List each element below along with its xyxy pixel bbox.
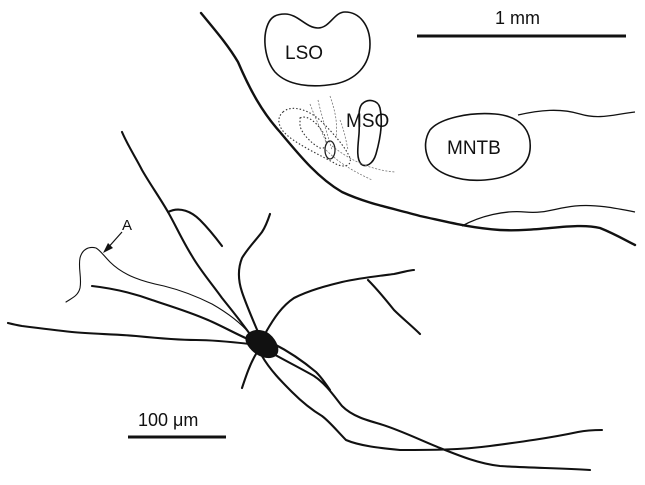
mntb-label: MNTB — [447, 138, 501, 159]
lso-nucleus: LSO — [264, 11, 371, 87]
lso-outline — [264, 11, 371, 87]
dendrite-lower-left — [240, 352, 258, 390]
mso-projection-field-inner — [299, 116, 327, 149]
lso-label: LSO — [285, 43, 323, 64]
scale-bar-1mm-label: 1 mm — [495, 8, 540, 28]
scale-bar-100um-label: 100 μm — [138, 410, 198, 430]
dendrite-upper-right — [264, 268, 416, 334]
dendrite-right — [272, 342, 332, 392]
axon-collaterals-faint — [309, 95, 396, 181]
scale-bar-1mm: 1 mm — [417, 8, 626, 38]
mntb-outline — [424, 112, 531, 182]
pointer-a-label: A — [122, 217, 132, 234]
neuron — [6, 130, 604, 472]
scale-bar-100um: 100 μm — [128, 410, 226, 439]
dendrite-upper-right-branch — [366, 278, 422, 336]
dendrite-up — [237, 212, 272, 334]
mso-projection-field-dotted — [278, 107, 351, 167]
pointer-a-arrowhead — [103, 243, 113, 253]
dendrite-lower-right — [268, 350, 592, 472]
dendrite-left-long — [6, 321, 252, 346]
dendrite-left-mid — [90, 284, 252, 342]
axon — [65, 246, 251, 335]
mntb-nucleus: MNTB — [424, 112, 531, 182]
dendrite-lower — [260, 354, 604, 452]
dendrite-upper-left — [120, 130, 254, 339]
mso-outline — [356, 99, 383, 167]
pointer-a: A — [103, 217, 132, 253]
dorsal-border-lower — [461, 204, 636, 227]
mso-label: MSO — [346, 111, 389, 132]
axon-terminal-cluster — [324, 140, 336, 160]
dendrite-upper-left-branch — [166, 208, 224, 248]
ventral-brainstem-border — [199, 11, 637, 247]
mso-nucleus: MSO — [278, 95, 396, 181]
dorsal-border-upper — [517, 109, 636, 118]
brainstem-section — [199, 11, 637, 247]
